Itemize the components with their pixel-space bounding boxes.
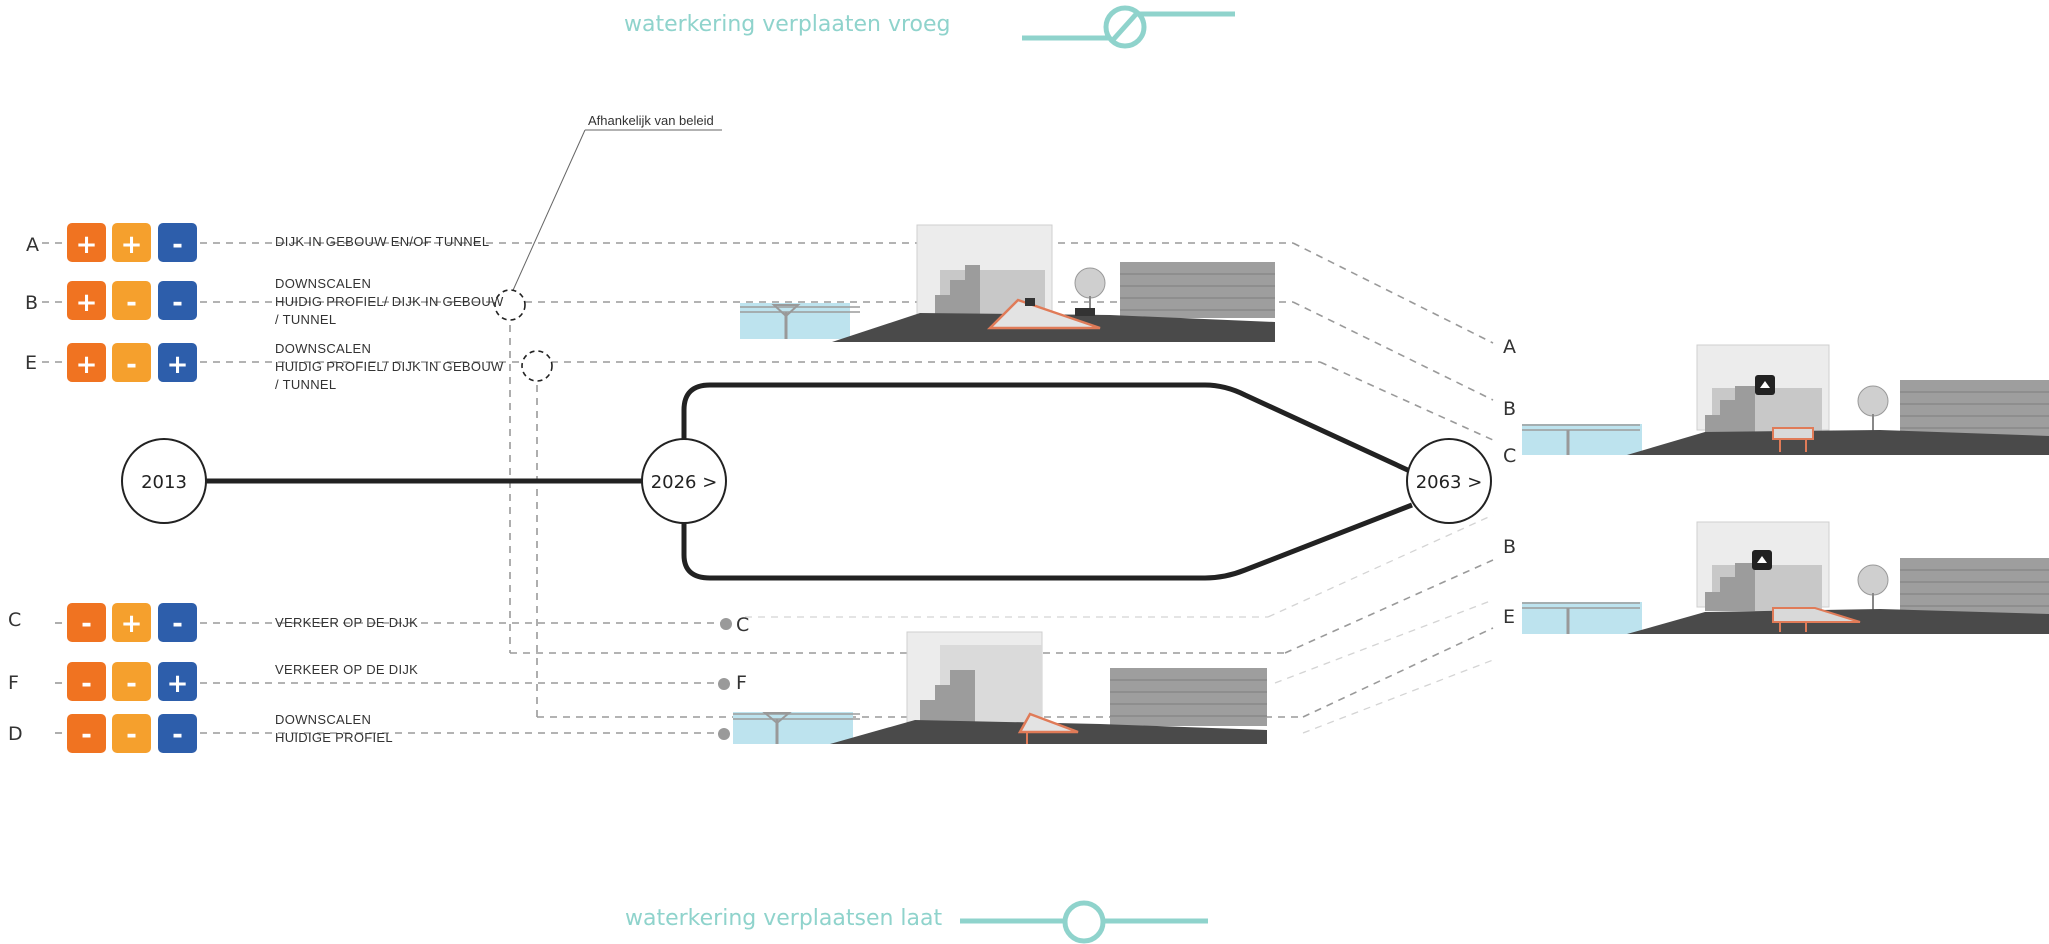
- row-label-c: VERKEER OP DE DIJK: [275, 615, 418, 630]
- svg-text:-: -: [172, 609, 183, 639]
- row-label-b-3: / TUNNEL: [275, 312, 336, 327]
- year-node-2063: 2063 >: [1406, 438, 1492, 524]
- header-late: waterkering verplaatsen laat: [625, 906, 943, 931]
- svg-text:C: C: [736, 614, 749, 636]
- row-label-a: DIJK IN GEBOUW EN/OF TUNNEL: [275, 234, 489, 249]
- scenario-row-d: D - - - DOWNSCALEN HUIDIGE PROFIEL: [8, 712, 393, 753]
- row-label-b-2: HUIDIG PROFIEL/ DIJK IN GEBOUW: [275, 294, 504, 309]
- policy-node-b: [494, 289, 526, 321]
- row-label-e-2: HUIDIG PROFIEL/ DIJK IN GEBOUW: [275, 359, 504, 374]
- right-label-c: C: [1503, 445, 1516, 467]
- row-letter-f: F: [8, 672, 19, 694]
- faint-connectors: [745, 514, 1494, 734]
- policy-node-e: [521, 350, 553, 382]
- svg-text:-: -: [126, 350, 137, 380]
- svg-text:-: -: [172, 720, 183, 750]
- svg-text:+: +: [167, 350, 189, 380]
- right-label-b-lower: B: [1503, 536, 1516, 558]
- row-letter-e: E: [25, 352, 37, 374]
- svg-text:F: F: [736, 672, 747, 694]
- svg-text:+: +: [76, 230, 98, 260]
- svg-text:+: +: [76, 350, 98, 380]
- svg-text:+: +: [121, 609, 143, 639]
- row-letter-d: D: [8, 723, 23, 745]
- svg-text:-: -: [81, 720, 92, 750]
- row-label-e-1: DOWNSCALEN: [275, 341, 371, 356]
- row-label-d-1: DOWNSCALEN: [275, 712, 371, 727]
- cross-section-right-upper: [1522, 344, 2049, 455]
- right-label-a: A: [1503, 336, 1516, 358]
- policy-annotation: Afhankelijk van beleid: [588, 113, 714, 128]
- mid-node-c: C: [720, 614, 749, 636]
- svg-text:2026 >: 2026 >: [651, 472, 718, 493]
- svg-text:+: +: [167, 669, 189, 699]
- teal-symbol-top: [1022, 5, 1235, 49]
- svg-text:-: -: [172, 230, 183, 260]
- svg-text:-: -: [81, 609, 92, 639]
- scenario-row-c: C - + - VERKEER OP DE DIJK: [8, 603, 418, 642]
- timeline-lines: [206, 382, 1414, 581]
- svg-text:-: -: [126, 720, 137, 750]
- mid-node-f: F: [718, 672, 747, 694]
- svg-text:2063 >: 2063 >: [1416, 472, 1483, 493]
- year-node-2026: 2026 >: [641, 438, 727, 524]
- svg-text:2013: 2013: [141, 472, 187, 493]
- scenario-row-a: A + + - DIJK IN GEBOUW EN/OF TUNNEL: [26, 223, 489, 262]
- right-label-b: B: [1503, 398, 1516, 420]
- row-letter-b: B: [25, 292, 38, 314]
- cross-section-top-middle: [740, 224, 1275, 342]
- svg-text:+: +: [121, 230, 143, 260]
- row-label-b-1: DOWNSCALEN: [275, 276, 371, 291]
- row-letter-c: C: [8, 609, 21, 631]
- row-label-e-3: / TUNNEL: [275, 377, 336, 392]
- scenario-row-e: E + - + DOWNSCALEN HUIDIG PROFIEL/ DIJK …: [25, 341, 504, 392]
- svg-text:-: -: [126, 669, 137, 699]
- cross-section-bottom-middle: [733, 631, 1267, 744]
- svg-text:-: -: [172, 288, 183, 318]
- teal-symbol-bottom: [960, 900, 1208, 944]
- header-early: waterkering verplaaten vroeg: [624, 12, 951, 37]
- row-letter-a: A: [26, 234, 39, 256]
- scenario-row-b: B + - - DOWNSCALEN HUIDIG PROFIEL/ DIJK …: [25, 276, 504, 327]
- cross-section-right-lower: [1522, 521, 2049, 634]
- scenario-row-f: F - - + VERKEER OP DE DIJK: [8, 662, 418, 701]
- svg-text:-: -: [126, 288, 137, 318]
- svg-text:-: -: [81, 669, 92, 699]
- year-node-2013: 2013: [121, 438, 207, 524]
- row-label-f: VERKEER OP DE DIJK: [275, 662, 418, 677]
- right-label-e: E: [1503, 606, 1515, 628]
- svg-text:+: +: [76, 288, 98, 318]
- row-label-d-2: HUIDIGE PROFIEL: [275, 730, 393, 745]
